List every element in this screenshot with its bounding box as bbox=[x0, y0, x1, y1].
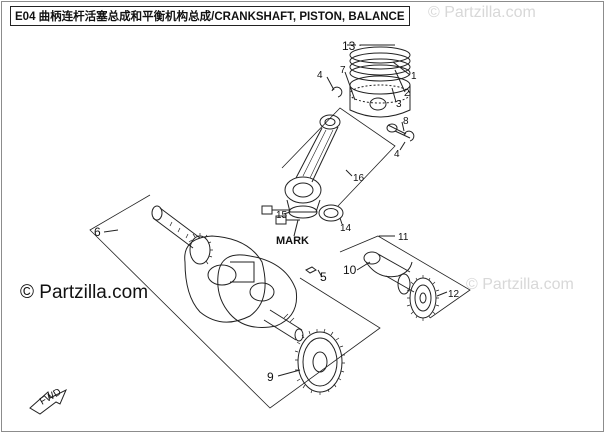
callout-10[interactable]: 10 bbox=[343, 263, 357, 277]
callout-4-left[interactable]: 4 bbox=[317, 70, 323, 81]
diagram-title: E04 曲柄连杆活塞总成和平衡机构总成/CRANKSHAFT, PISTON, … bbox=[10, 6, 410, 26]
callout-5[interactable]: 5 bbox=[320, 270, 327, 284]
piston-group-bracket bbox=[359, 44, 395, 46]
callout-4-right[interactable]: 4 bbox=[394, 149, 400, 160]
callout-8[interactable]: 8 bbox=[403, 116, 409, 127]
callout-7[interactable]: 7 bbox=[340, 65, 346, 76]
crankshaft[interactable] bbox=[151, 205, 304, 342]
balance-driven-gear[interactable] bbox=[406, 275, 440, 321]
forward-arrow-icon: FWD bbox=[29, 387, 67, 415]
callout-6[interactable]: 6 bbox=[94, 225, 101, 239]
crankshaft-group-outline bbox=[89, 194, 381, 409]
callout-9[interactable]: 9 bbox=[267, 370, 274, 384]
watermark-top-right: © Partzilla.com bbox=[428, 4, 536, 21]
callout-15[interactable]: 15 bbox=[276, 210, 288, 221]
balance-group-outline bbox=[339, 235, 471, 319]
callout-16[interactable]: 16 bbox=[353, 173, 365, 184]
watermark-main: © Partzilla.com bbox=[20, 282, 149, 303]
connecting-rod[interactable] bbox=[284, 114, 341, 219]
callout-1[interactable]: 1 bbox=[411, 71, 417, 82]
rod-group-outline bbox=[281, 107, 396, 207]
connecting-rod-bearing[interactable] bbox=[318, 204, 344, 222]
watermark-right: © Partzilla.com bbox=[466, 276, 574, 293]
callout-13[interactable]: 13 bbox=[342, 39, 356, 53]
balance-shaft[interactable] bbox=[363, 251, 415, 295]
piston-pin[interactable] bbox=[386, 123, 411, 139]
callout-3[interactable]: 3 bbox=[396, 99, 402, 110]
callout-12[interactable]: 12 bbox=[448, 289, 460, 300]
callout-14[interactable]: 14 bbox=[340, 223, 352, 234]
woodruff-key[interactable] bbox=[305, 266, 317, 274]
callout-11[interactable]: 11 bbox=[398, 232, 409, 243]
crankshaft-drive-gear[interactable] bbox=[294, 328, 345, 395]
mark-label: MARK bbox=[276, 235, 309, 247]
piston-pin-clip-right[interactable] bbox=[403, 130, 415, 142]
callout-2[interactable]: 2 bbox=[404, 88, 410, 99]
